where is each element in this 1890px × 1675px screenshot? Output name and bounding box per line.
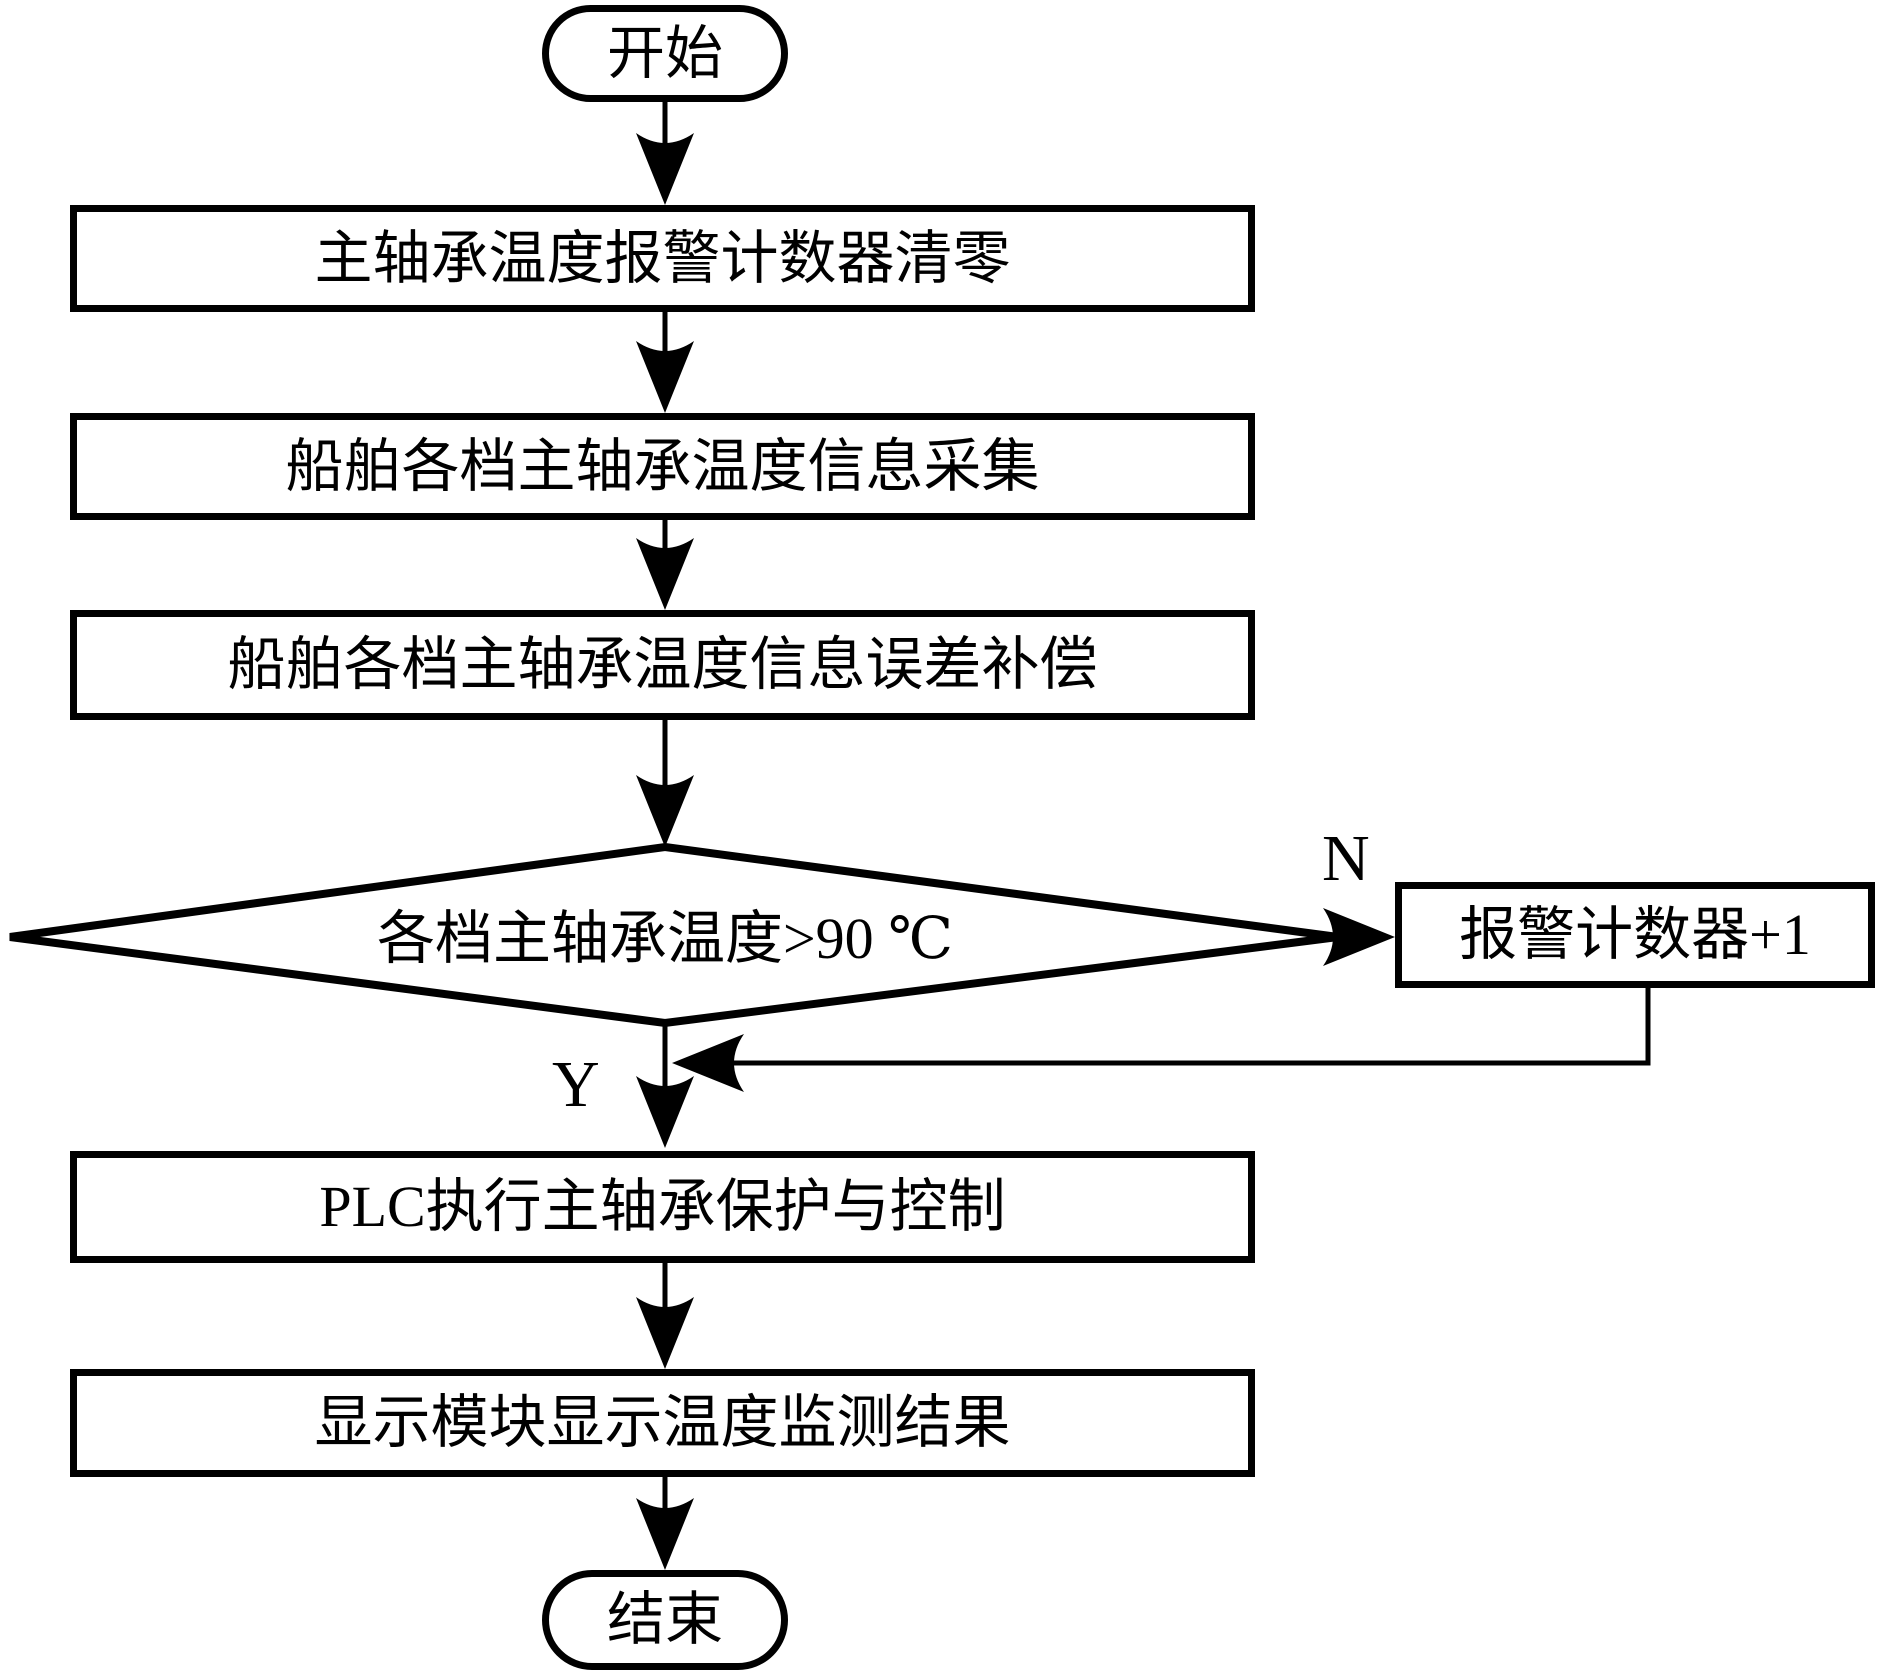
step-reset-counter: 主轴承温度报警计数器清零: [70, 205, 1255, 312]
arrowhead-into-reset: [636, 133, 694, 205]
arrowhead-into-compensate: [636, 538, 694, 610]
step-collect-temperature: 船舶各档主轴承温度信息采集: [70, 413, 1255, 520]
arrowhead-feedback-left: [672, 1034, 744, 1092]
step-plc-protection-label: PLC执行主轴承保护与控制: [319, 1174, 1006, 1240]
step-error-compensation: 船舶各档主轴承温度信息误差补偿: [70, 610, 1255, 720]
step-collect-temperature-label: 船舶各档主轴承温度信息采集: [285, 433, 1040, 499]
step-reset-counter-label: 主轴承温度报警计数器清零: [314, 225, 1011, 291]
step-display-result: 显示模块显示温度监测结果: [70, 1369, 1255, 1477]
end-label: 结束: [606, 1587, 723, 1653]
arrowhead-into-plc: [636, 1076, 694, 1148]
branch-label-no: N: [1322, 822, 1370, 895]
start-terminal: 开始: [542, 5, 788, 102]
arrowhead-into-increment: [1323, 908, 1395, 966]
step-increment-counter-label: 报警计数器+1: [1459, 902, 1811, 968]
arrowhead-into-display: [636, 1297, 694, 1369]
step-increment-counter: 报警计数器+1: [1395, 882, 1875, 988]
decision-temperature-label: 各档主轴承温度>90 ℃: [376, 906, 954, 972]
step-plc-protection: PLC执行主轴承保护与控制: [70, 1151, 1255, 1263]
arrowhead-into-end: [636, 1498, 694, 1570]
arrowhead-into-collect: [636, 341, 694, 413]
step-error-compensation-label: 船舶各档主轴承温度信息误差补偿: [227, 632, 1098, 698]
arrowhead-into-decision: [636, 775, 694, 847]
branch-label-yes: Y: [552, 1048, 600, 1121]
step-display-result-label: 显示模块显示温度监测结果: [314, 1390, 1011, 1456]
end-terminal: 结束: [542, 1570, 788, 1670]
connector-increment-feedback: [680, 986, 1651, 1066]
start-label: 开始: [606, 20, 723, 86]
